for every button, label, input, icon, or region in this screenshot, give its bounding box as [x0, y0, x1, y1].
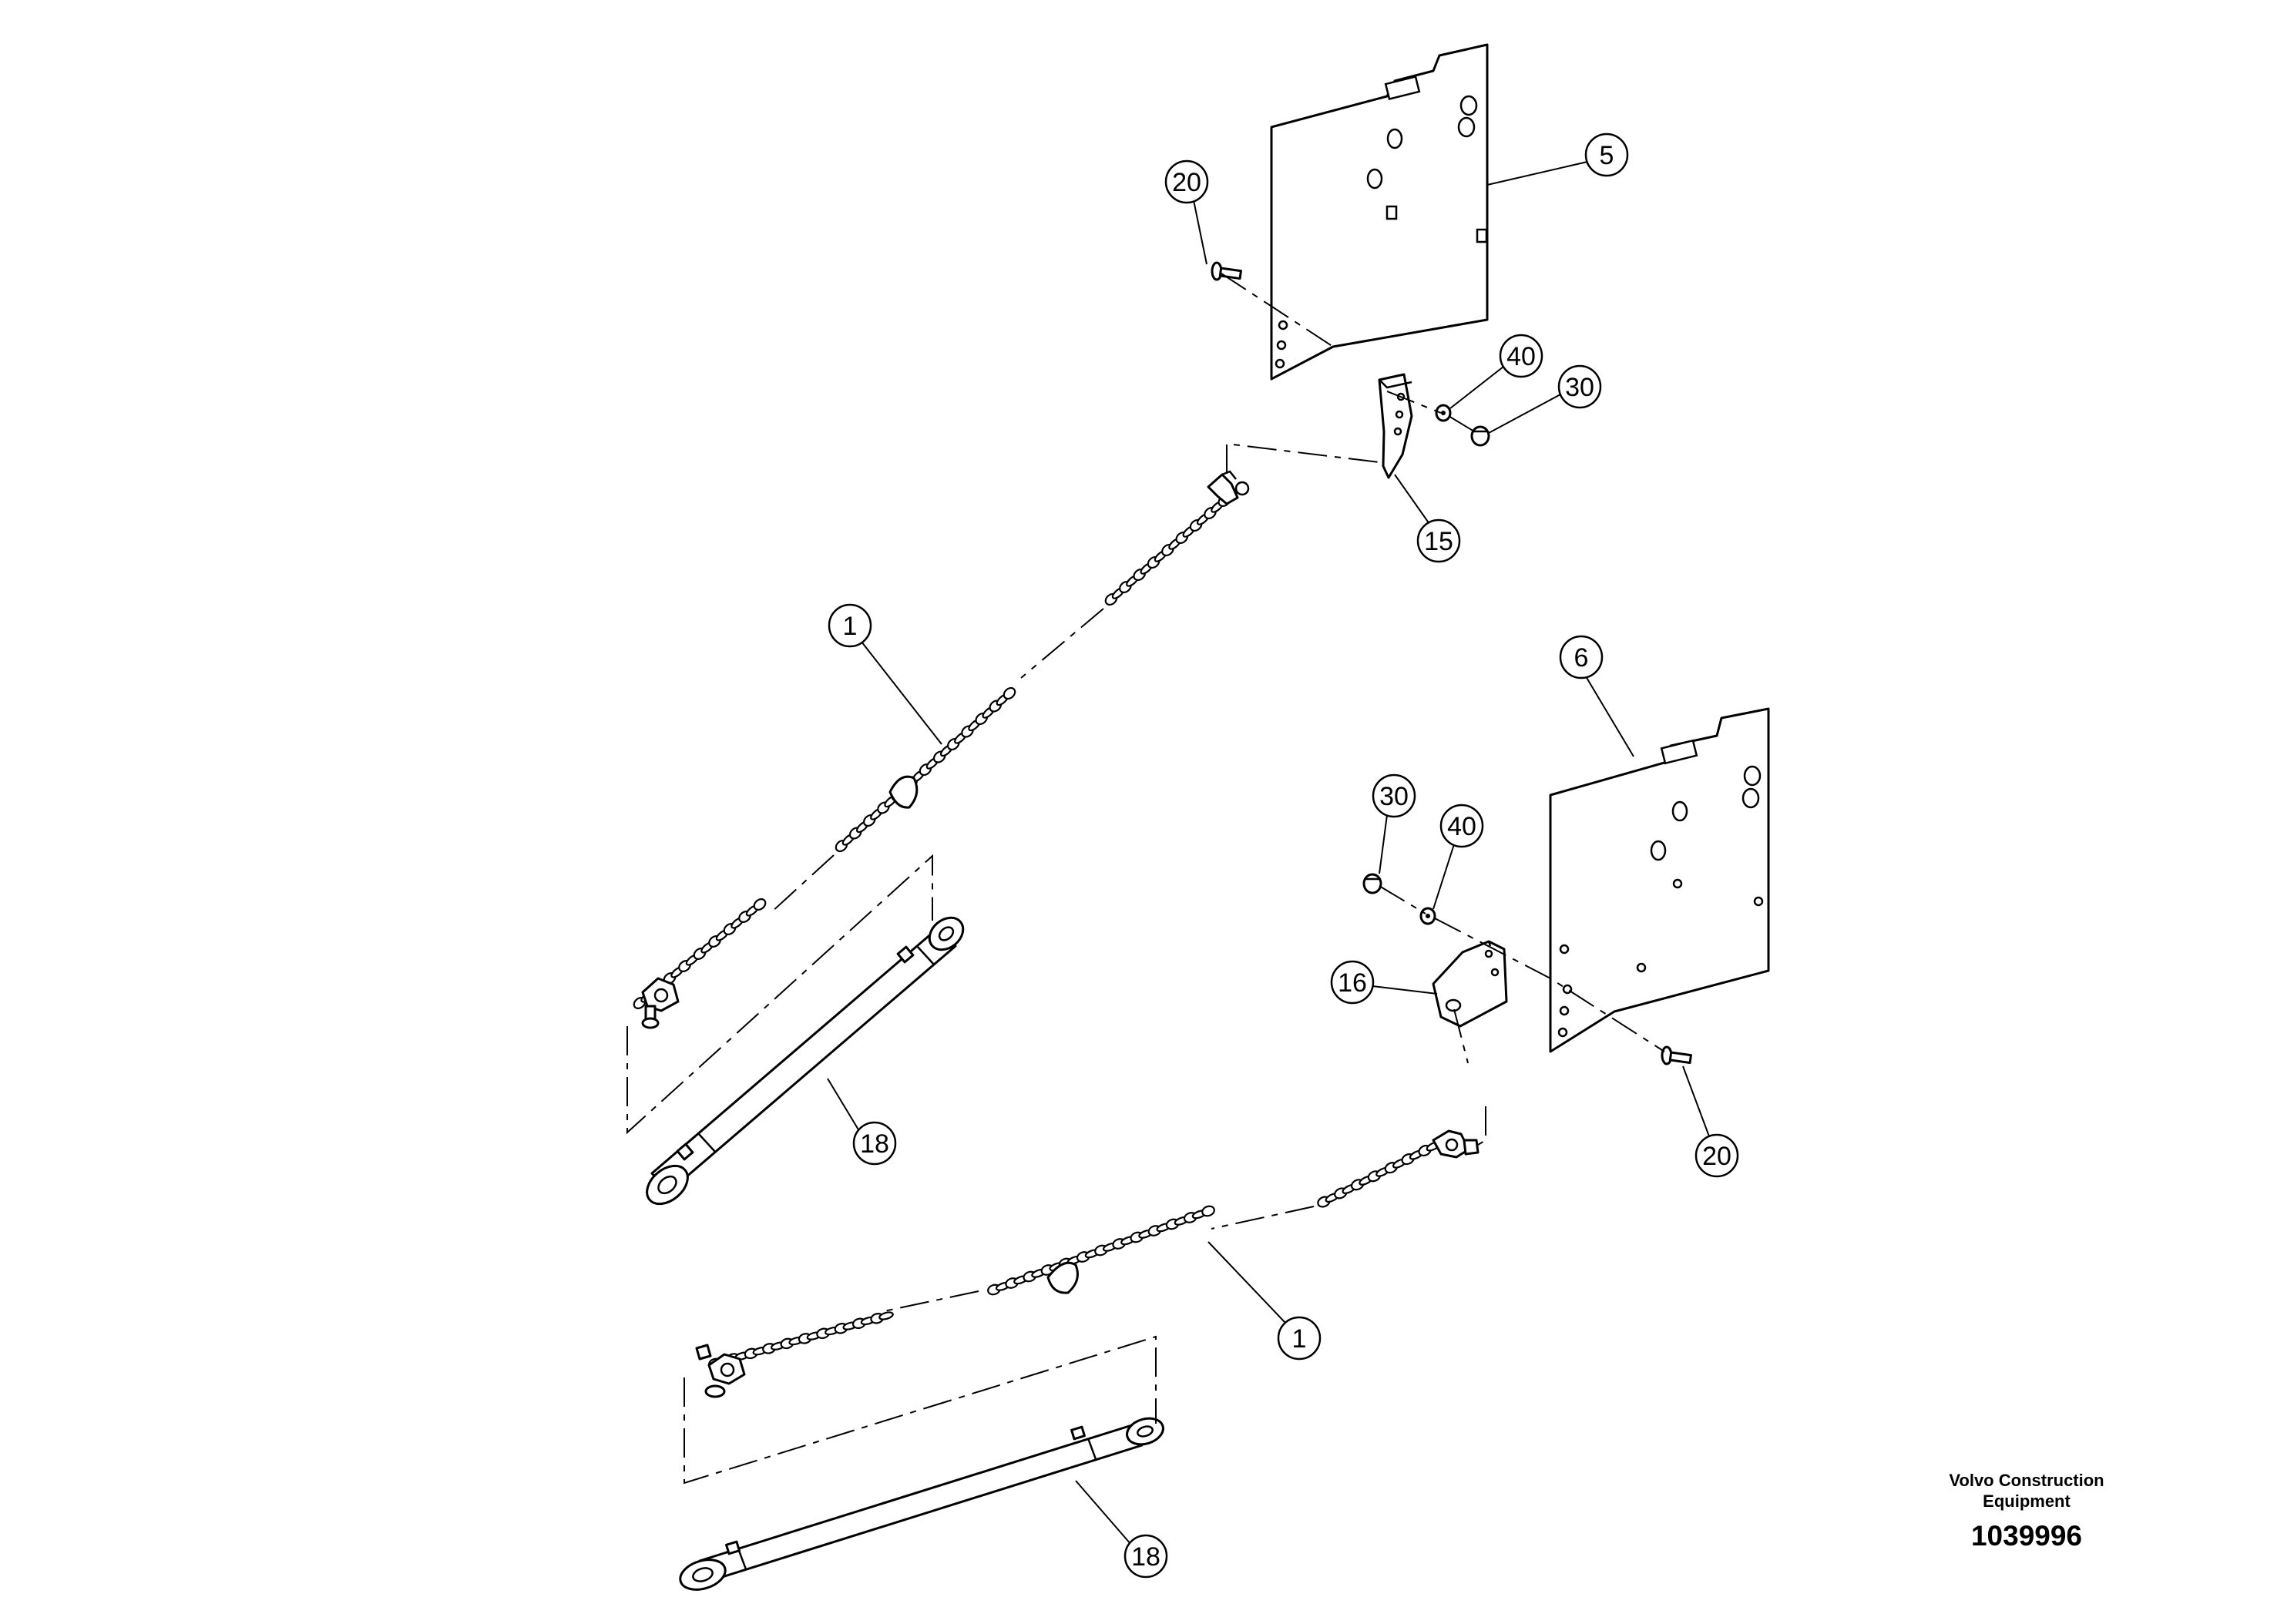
- balloon-b-16: 16: [1330, 960, 1375, 1005]
- balloon-label: 18: [860, 1129, 889, 1159]
- chain-link: [1003, 686, 1016, 700]
- cylinder-part-18-bottom: [679, 1417, 1164, 1591]
- chain-part-1-assemblies: [633, 488, 1441, 1370]
- chain-segment: [835, 686, 1016, 853]
- balloon-label: 15: [1424, 527, 1453, 556]
- chain-link: [753, 898, 767, 911]
- chain-link: [878, 1311, 894, 1320]
- chain-segment: [1104, 488, 1238, 606]
- balloon-b-30-bottom: 30: [1372, 773, 1416, 818]
- balloon-b-5: 5: [1584, 133, 1629, 177]
- nut-part-30-bottom: [1362, 873, 1382, 894]
- balloon-label: 1: [1292, 1324, 1307, 1354]
- balloon-label: 16: [1338, 968, 1367, 998]
- chain-hook-mid-bottom: [1046, 1261, 1079, 1294]
- balloon-b-6: 6: [1559, 635, 1604, 679]
- balloon-label: 30: [1565, 373, 1594, 402]
- chain-segment: [987, 1205, 1215, 1296]
- balloon-b-1-bottom: 1: [1277, 1316, 1322, 1361]
- plate-part-5: [1270, 43, 1489, 381]
- balloon-label: 6: [1574, 643, 1589, 673]
- bracket-part-16: [1432, 940, 1508, 1028]
- drawing-number: 1039996: [1970, 1520, 2083, 1552]
- balloon-b-18-bottom: 18: [1123, 1534, 1168, 1579]
- balloon-label: 5: [1600, 141, 1614, 170]
- bracket-part-15: [1378, 373, 1413, 479]
- balloon-b-20-bottom: 20: [1694, 1133, 1739, 1178]
- shackle-bottom-right: [1432, 1129, 1480, 1159]
- balloon-label: 20: [1172, 168, 1201, 197]
- balloon-b-18-top: 18: [852, 1121, 897, 1166]
- balloon-b-30-top: 30: [1557, 364, 1602, 409]
- chain-hook-top: [1207, 470, 1250, 505]
- plate-part-6: [1549, 707, 1770, 1053]
- balloon-label: 40: [1506, 342, 1536, 371]
- company-watermark: Volvo Construction Equipment 1039996: [1911, 1470, 2142, 1555]
- shackle-top-left: [641, 977, 680, 1029]
- shackle-bottom-left: [695, 1344, 746, 1398]
- chain-segment: [1317, 1141, 1441, 1208]
- balloon-label: 40: [1447, 812, 1476, 841]
- balloon-label: 1: [843, 612, 858, 641]
- leader-lines: [827, 161, 1710, 1545]
- chain-hook-mid-top: [888, 775, 919, 809]
- company-name-line2: Equipment: [1983, 1491, 2071, 1511]
- balloon-b-40-bottom: 40: [1439, 804, 1484, 848]
- screw-part-20-top: [1211, 261, 1242, 281]
- cylinder-part-18-top: [646, 916, 965, 1206]
- balloon-b-20-top: 20: [1164, 159, 1209, 204]
- balloon-b-15: 15: [1416, 518, 1461, 563]
- balloon-b-1-top: 1: [828, 603, 872, 648]
- nut-part-30-top: [1470, 425, 1490, 447]
- assembly-lines: [626, 273, 1665, 1485]
- chain-link: [1201, 1205, 1215, 1217]
- washer-part-40-bottom: [1419, 907, 1436, 925]
- balloon-label: 20: [1702, 1142, 1731, 1171]
- balloon-label: 30: [1379, 782, 1409, 811]
- balloon-b-40-top: 40: [1499, 334, 1543, 378]
- screw-part-20-bottom: [1661, 1045, 1692, 1065]
- washer-part-40-top: [1435, 404, 1452, 422]
- balloon-label: 18: [1131, 1542, 1160, 1572]
- company-name-line1: Volvo Construction: [1949, 1471, 2104, 1490]
